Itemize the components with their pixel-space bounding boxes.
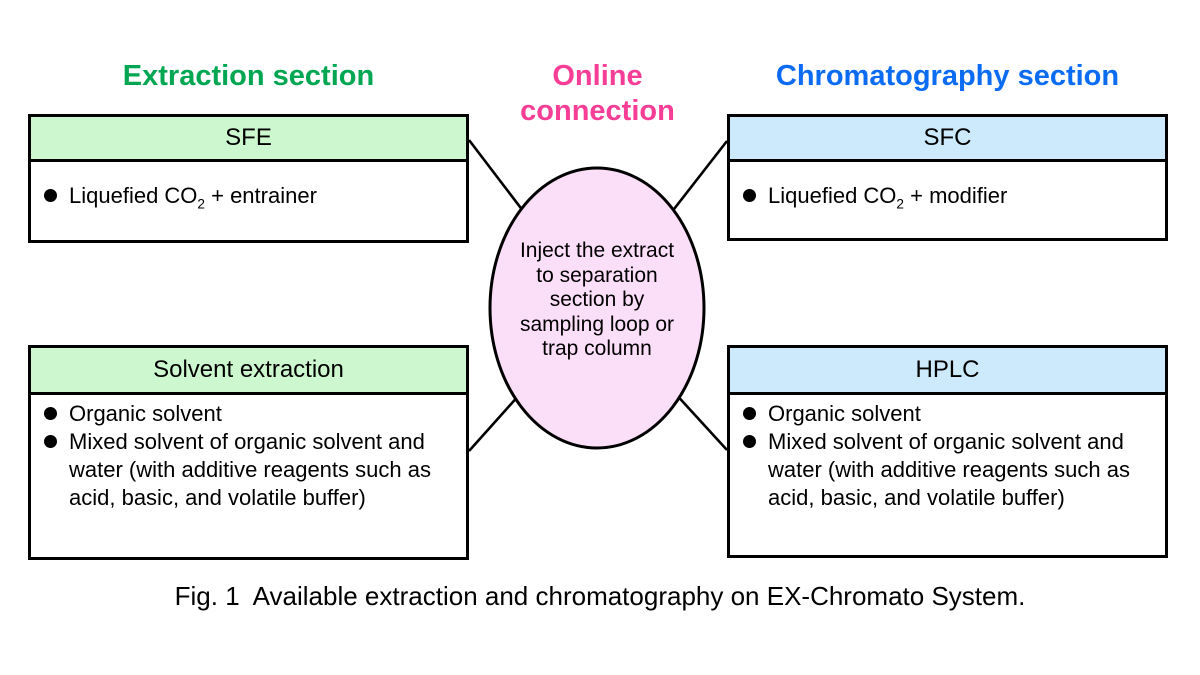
online-connection-heading: Online connection (470, 59, 725, 129)
ellipse-text-line: trap column (542, 337, 652, 360)
sfc-box: SFC Liquefied CO2 + modifier (727, 114, 1168, 241)
solvent-bullet-1: Organic solvent (69, 401, 222, 426)
hplc-box: HPLC Organic solvent Mixed solvent of or… (727, 345, 1168, 558)
solvent-extraction-box: Solvent extraction Organic solvent Mixed… (28, 345, 469, 560)
sfe-box-body: Liquefied CO2 + entrainer (31, 162, 466, 218)
ellipse-text-line: Inject the extract (519, 239, 675, 262)
sfe-bullet-pre: Liquefied CO (69, 183, 198, 208)
solvent-extraction-box-body: Organic solvent Mixed solvent of organic… (31, 395, 466, 512)
extraction-section-heading: Extraction section (122, 60, 375, 92)
online-connection-ellipse (488, 166, 706, 450)
bullet-icon (44, 407, 57, 420)
list-item: Liquefied CO2 + modifier (743, 182, 1159, 218)
sfc-bullet-subscript: 2 (896, 196, 904, 212)
sfe-bullet-subscript: 2 (197, 196, 205, 212)
chromatography-section-heading: Chromatography section (775, 60, 1120, 92)
list-item: Organic solvent (743, 400, 1159, 428)
hplc-bullet-2: Mixed solvent of organic solvent and wat… (768, 429, 1130, 510)
bullet-icon (743, 435, 756, 448)
online-connection-heading-line1: Online (552, 60, 643, 92)
ellipse-text-line: section by (549, 288, 645, 311)
sfc-bullet-pre: Liquefied CO (768, 183, 897, 208)
sfc-bullet-text: Liquefied CO2 + modifier (768, 182, 1159, 218)
online-connection-ellipse-label: Inject the extract to separation section… (497, 239, 697, 362)
sfc-box-body: Liquefied CO2 + modifier (730, 162, 1165, 218)
bullet-icon (743, 407, 756, 420)
ellipse-text-line: to separation (536, 263, 658, 287)
sfc-bullet-post: + modifier (904, 183, 1008, 208)
solvent-bullet-2: Mixed solvent of organic solvent and wat… (69, 429, 431, 510)
bullet-icon (743, 189, 756, 202)
ellipse-text-line: sampling loop or (519, 312, 675, 336)
list-item: Liquefied CO2 + entrainer (44, 182, 460, 218)
sfc-box-title: SFC (730, 117, 1165, 162)
bullet-icon (44, 189, 57, 202)
figure-caption: Fig. 1 Available extraction and chromatog… (0, 581, 1200, 612)
sfe-box: SFE Liquefied CO2 + entrainer (28, 114, 469, 243)
online-connection-heading-line2: connection (520, 95, 675, 127)
sfe-bullet-text: Liquefied CO2 + entrainer (69, 182, 460, 218)
sfe-bullet-post: + entrainer (205, 183, 317, 208)
bullet-icon (44, 435, 57, 448)
figure-caption-number: Fig. 1 (174, 581, 240, 611)
list-item: Organic solvent (44, 400, 460, 428)
hplc-box-title: HPLC (730, 348, 1165, 395)
figure-caption-text: Available extraction and chromatography … (252, 581, 1026, 611)
hplc-box-body: Organic solvent Mixed solvent of organic… (730, 395, 1165, 512)
sfe-box-title: SFE (31, 117, 466, 162)
list-item: Mixed solvent of organic solvent and wat… (743, 428, 1159, 512)
solvent-extraction-box-title: Solvent extraction (31, 348, 466, 395)
hplc-bullet-1: Organic solvent (768, 401, 921, 426)
list-item: Mixed solvent of organic solvent and wat… (44, 428, 460, 512)
